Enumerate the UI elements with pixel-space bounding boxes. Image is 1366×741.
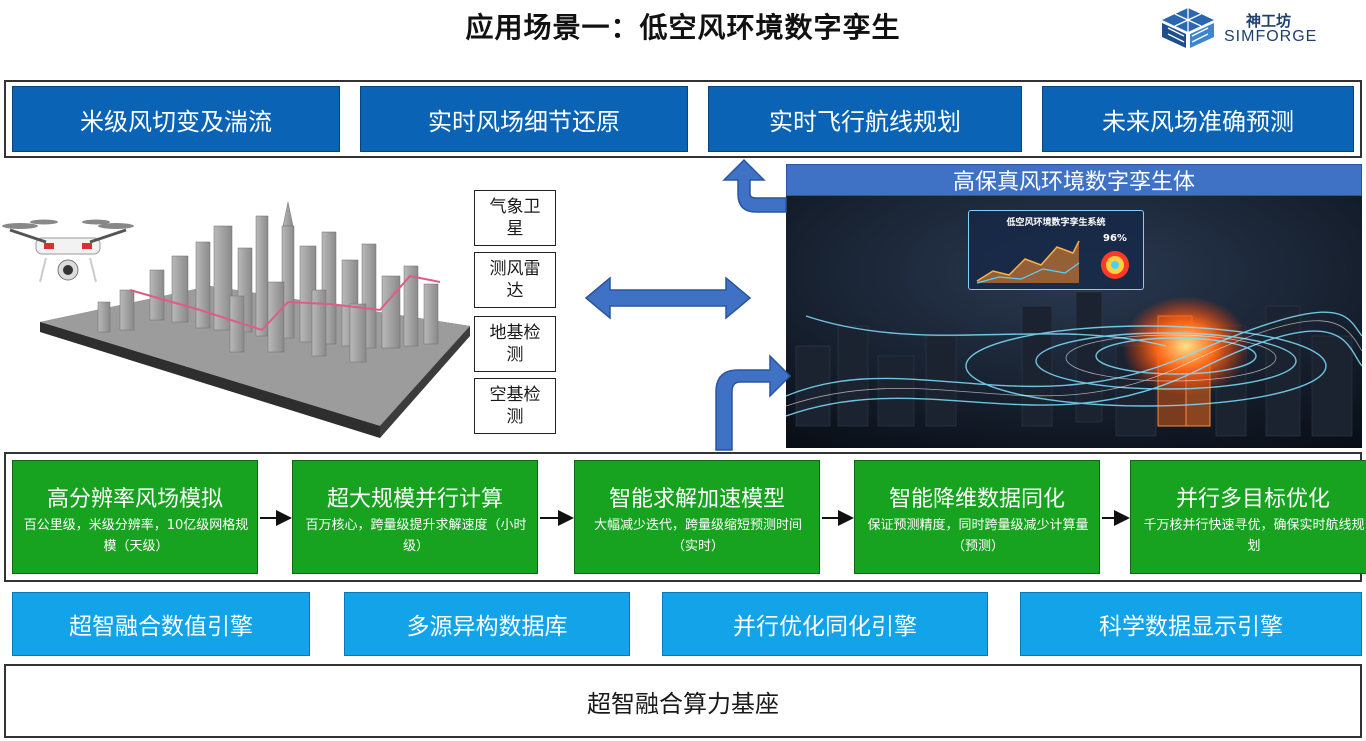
process-step-1: 高分辨率风场模拟 百公里级，米级分辨率，10亿级网格规模（天级） bbox=[12, 460, 258, 574]
engine-display: 科学数据显示引擎 bbox=[1020, 592, 1362, 656]
process-step-3-desc: 大幅减少迭代，跨量级缩短预测时间（实时） bbox=[593, 518, 802, 554]
twin-system-title: 低空风环境数字孪生系统 bbox=[1006, 218, 1106, 228]
logo-text-en: SIMFORGE bbox=[1224, 28, 1318, 45]
logo: 神工坊 SIMFORGE bbox=[1158, 6, 1348, 50]
process-step-2-title: 超大规模并行计算 bbox=[326, 487, 503, 512]
logo-cube-icon bbox=[1162, 8, 1214, 48]
process-step-1-desc: 百公里级，米级分辨率，10亿级网格规模（天级） bbox=[23, 518, 249, 554]
curved-arrow-up-icon bbox=[722, 158, 787, 213]
process-step-2: 超大规模并行计算 百万核心，跨量级提升求解速度（小时级） bbox=[292, 460, 538, 574]
process-step-5: 并行多目标优化 千万核并行快速寻优，确保实时航线规划 bbox=[1130, 460, 1366, 574]
outcome-box-1: 米级风切变及湍流 bbox=[12, 86, 340, 152]
process-step-5-title: 并行多目标优化 bbox=[1175, 487, 1330, 512]
engine-numerical: 超智融合数值引擎 bbox=[12, 592, 310, 656]
twin-system-percent: 96% bbox=[1103, 233, 1127, 244]
engine-optimization: 并行优化同化引擎 bbox=[662, 592, 988, 656]
process-step-3: 智能求解加速模型 大幅减少迭代，跨量级缩短预测时间（实时） bbox=[574, 460, 820, 574]
process-step-4-desc: 保证预测精度，同时跨量级减少计算量（预测） bbox=[867, 518, 1089, 554]
process-step-3-title: 智能求解加速模型 bbox=[608, 487, 785, 512]
outcome-box-3: 实时飞行航线规划 bbox=[708, 86, 1022, 152]
process-step-4-title: 智能降维数据同化 bbox=[888, 487, 1065, 512]
digital-twin-image: 低空风环境数字孪生系统 96% bbox=[786, 196, 1362, 448]
process-step-5-desc: 千万核并行快速寻优，确保实时航线规划 bbox=[1143, 518, 1365, 554]
logo-text-cn: 神工坊 bbox=[1246, 12, 1292, 30]
twin-system-dashboard: 低空风环境数字孪生系统 96% bbox=[968, 210, 1144, 290]
process-step-2-desc: 百万核心，跨量级提升求解速度（小时级） bbox=[305, 518, 527, 554]
process-step-4: 智能降维数据同化 保证预测精度，同时跨量级减少计算量（预测） bbox=[854, 460, 1100, 574]
double-arrow-icon bbox=[584, 276, 752, 320]
source-weather-satellite: 气象卫星 bbox=[474, 190, 556, 246]
city-3d-model-image bbox=[2, 201, 470, 438]
engine-database: 多源异构数据库 bbox=[344, 592, 630, 656]
curved-arrow-right-icon bbox=[715, 354, 792, 451]
compute-base: 超智融合算力基座 bbox=[4, 664, 1362, 738]
digital-twin-header: 高保真风环境数字孪生体 bbox=[786, 164, 1362, 196]
process-step-1-title: 高分辨率风场模拟 bbox=[46, 487, 223, 512]
outcome-box-4: 未来风场准确预测 bbox=[1042, 86, 1354, 152]
page-title: 应用场景一：低空风环境数字孪生 bbox=[465, 11, 901, 44]
source-air-detection: 空基检测 bbox=[474, 378, 556, 434]
outcome-box-2: 实时风场细节还原 bbox=[360, 86, 688, 152]
source-ground-detection: 地基检测 bbox=[474, 316, 556, 372]
source-wind-radar: 测风雷达 bbox=[474, 252, 556, 308]
drone-icon bbox=[2, 219, 134, 283]
